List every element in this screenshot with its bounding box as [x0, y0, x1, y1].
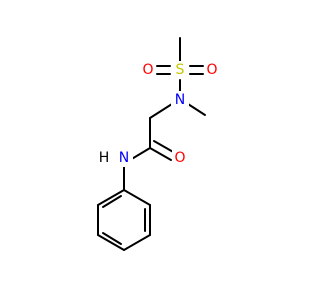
- ring-inner-2: [102, 232, 122, 245]
- atom-labels: S O O N O N H: [99, 61, 220, 167]
- atom-sulfur: S: [176, 62, 185, 78]
- bond-n-methyl: [187, 103, 206, 116]
- bond-n-ch2: [149, 103, 173, 119]
- atom-nitrogen-sulfonamide: N: [175, 92, 185, 108]
- atom-oxygen-carbonyl: O: [174, 150, 185, 166]
- ring-bond-3: [123, 234, 151, 251]
- atom-hydrogen-amide: H: [99, 150, 110, 166]
- ring-bond-4: [97, 234, 125, 251]
- molecule-structure: S O O N O N H: [97, 37, 220, 251]
- atom-oxygen-right: O: [206, 62, 217, 78]
- bond-c-o-b: [153, 140, 176, 154]
- bond-c-nh: [129, 147, 151, 161]
- bond-c-o-a: [149, 147, 172, 161]
- atom-nitrogen-amide: N: [119, 150, 129, 166]
- ring-inner-3: [102, 195, 122, 208]
- ring-bond-6: [97, 189, 125, 206]
- bonds: [97, 37, 206, 251]
- atom-oxygen-left: O: [142, 62, 153, 78]
- ring-bond-1: [123, 189, 151, 206]
